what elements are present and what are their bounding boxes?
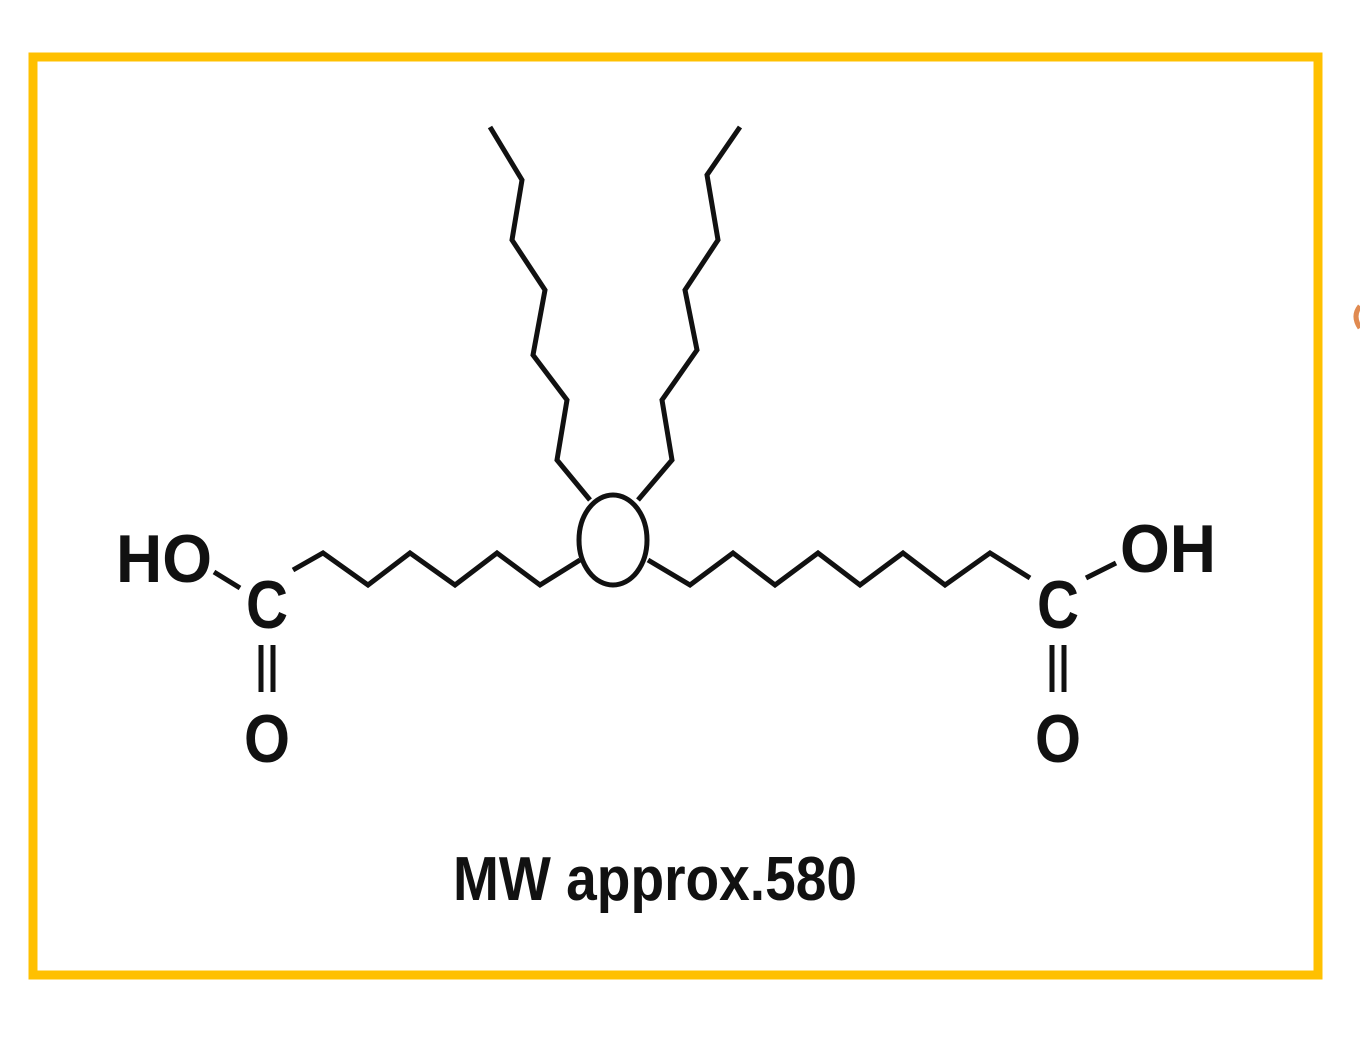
edge-mark — [1353, 304, 1360, 330]
right-alkyl-chain — [646, 549, 1032, 589]
left-ho-c-bond — [212, 569, 242, 591]
left-oxygen-label: O — [244, 701, 290, 777]
left-hydroxyl-label: HO — [116, 521, 212, 597]
right-carbon-label: C — [1037, 567, 1079, 643]
left-carbon-label: C — [246, 567, 288, 643]
right-hydroxyl-label: OH — [1120, 511, 1216, 587]
right-upper-chain — [636, 125, 743, 502]
frame-border — [28, 52, 1323, 980]
central-ring — [576, 492, 650, 588]
molecular-weight-caption: MW approx.580 — [453, 845, 857, 914]
left-alkyl-chain — [291, 549, 582, 589]
left-upper-chain — [487, 125, 592, 502]
right-c-oh-bond — [1084, 560, 1118, 581]
right-oxygen-label: O — [1035, 701, 1081, 777]
